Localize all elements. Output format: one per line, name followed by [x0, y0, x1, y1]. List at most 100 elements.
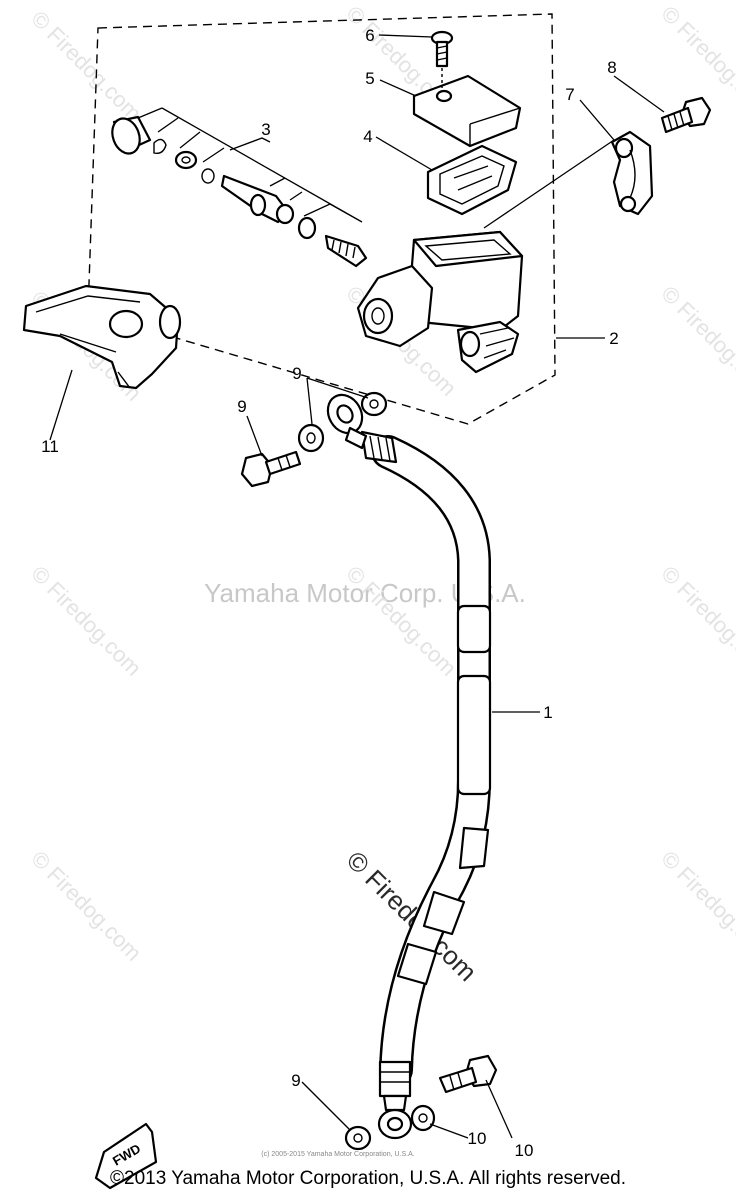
leader-10-upper [246, 415, 263, 457]
diaphragm-inner [439, 155, 505, 205]
callout-6: 6 [365, 26, 374, 45]
hose-sleeve-mid [458, 826, 490, 870]
hose-sleeve-upper [456, 604, 492, 654]
cap-edge [413, 96, 521, 146]
callout-2: 2 [609, 329, 618, 348]
leader-9-lower-b [429, 1123, 469, 1139]
callout-9-lower-a: 9 [291, 1071, 300, 1090]
clamp-holder [610, 130, 654, 216]
watermark-diagonal-9: © Firedog.com [656, 561, 736, 681]
bolt-8-thread [667, 111, 685, 131]
washer-9-lower-a [344, 1125, 372, 1151]
holder-bolt [660, 96, 712, 134]
bolt-10-upper-head [240, 452, 274, 488]
leader-7 [483, 99, 615, 229]
watermark-diagonal-10: © Firedog.com [26, 846, 146, 966]
holder-curve [629, 149, 636, 199]
watermark-diagonal-7: © Firedog.com [26, 561, 146, 681]
clamp-bore-inner [371, 307, 385, 325]
callout-9-lower-b: 10 [468, 1129, 487, 1148]
lower-banjo-neck [382, 1094, 408, 1112]
lower-fitting-ribs [380, 1071, 410, 1083]
leader-5 [379, 79, 417, 97]
brake-hose [326, 393, 492, 1140]
reservoir-opening [424, 239, 512, 261]
clamp-bore [362, 297, 394, 335]
fwd-arrow: FWD [94, 1122, 158, 1190]
washer-9-upper-b [297, 423, 325, 453]
cap-screw-hole [435, 89, 453, 103]
leader-9-lower-a [301, 1081, 351, 1131]
diaphragm [426, 144, 518, 216]
leader-10-lower [485, 1079, 513, 1139]
callout-8: 8 [607, 58, 616, 77]
callout-labels: 6 5 4 3 7 8 2 9 9 11 1 9 10 10 [41, 26, 619, 1160]
diaphragm-ribs [453, 165, 493, 191]
callout-10-lower: 10 [515, 1141, 534, 1160]
callout-3: 3 [261, 120, 270, 139]
union-bolts [240, 450, 498, 1094]
master-cylinder [356, 230, 524, 374]
piston-seal [249, 193, 267, 217]
bolt-10-upper-shank [264, 450, 302, 476]
copyright-footer: ©2013 Yamaha Motor Corporation, U.S.A. A… [110, 1168, 626, 1189]
kit-leader-lines [137, 107, 363, 223]
hose-sleeve-lower [422, 890, 466, 936]
bolt-10-lower-thread [449, 1072, 463, 1091]
upper-fitting-ribs [369, 435, 391, 462]
callout-7: 7 [565, 85, 574, 104]
callout-4: 4 [363, 127, 372, 146]
lower-banjo-hole [386, 1116, 404, 1132]
o-ring [201, 168, 215, 184]
leader-6 [378, 34, 433, 38]
fwd-arrow-shape [94, 1122, 158, 1190]
piston-end [275, 203, 295, 225]
bolt-8-shank [660, 106, 694, 134]
washer-hole [181, 156, 191, 164]
inner-copyright: (c) 2005-2015 Yamaha Motor Corporation, … [261, 1151, 414, 1158]
cover-tab [117, 371, 131, 389]
cap-screw [430, 30, 454, 88]
lever-cover [22, 284, 182, 390]
callout-10-upper: 9 [237, 397, 246, 416]
screw-thread [436, 45, 448, 61]
callout-1: 1 [543, 703, 552, 722]
washer-9-upper-b-hole [306, 432, 316, 444]
spring-coils [331, 239, 356, 259]
assembly-boundary [87, 13, 556, 425]
leader-8 [613, 75, 665, 113]
leader-lines [49, 34, 665, 1139]
hose-protector [456, 674, 492, 796]
piston-kit [111, 107, 368, 268]
dust-boot-opening [111, 117, 141, 155]
watermark-diagonal-6: © Firedog.com [656, 281, 736, 401]
washer-9-lower-a-hole [353, 1133, 363, 1143]
washer-9-upper-a-hole [369, 399, 379, 409]
diaphragm-outline [426, 144, 518, 216]
cover-ring [158, 304, 182, 340]
washer-9-upper-a [360, 391, 388, 417]
reservoir-cap [412, 74, 522, 148]
circlip [153, 138, 167, 155]
lower-fitting-collar [378, 1060, 412, 1098]
holder-hole-top [614, 137, 634, 159]
bolt-10-upper-thread [277, 454, 291, 471]
cover-boss [108, 309, 144, 339]
watermark-diagonal-1: © Firedog.com [26, 6, 146, 126]
cup [297, 216, 317, 240]
cover-inner-lines [35, 295, 141, 353]
bolt-10-lower-shank [438, 1066, 478, 1094]
leader-4 [375, 136, 433, 171]
watermark-diagonal-11: © Firedog.com [656, 846, 736, 966]
leader-9-upper [306, 377, 369, 425]
holder-hole-bottom [619, 195, 637, 213]
upper-banjo-hole [336, 404, 354, 424]
washer-9-lower-b [410, 1104, 436, 1132]
washer [174, 150, 198, 170]
callout-5: 5 [365, 69, 374, 88]
upper-banjo-neck [344, 426, 368, 450]
copper-washers [297, 391, 436, 1151]
outlet-port [459, 330, 481, 358]
outlet-ribs [479, 327, 515, 359]
cover-outline [22, 284, 180, 390]
